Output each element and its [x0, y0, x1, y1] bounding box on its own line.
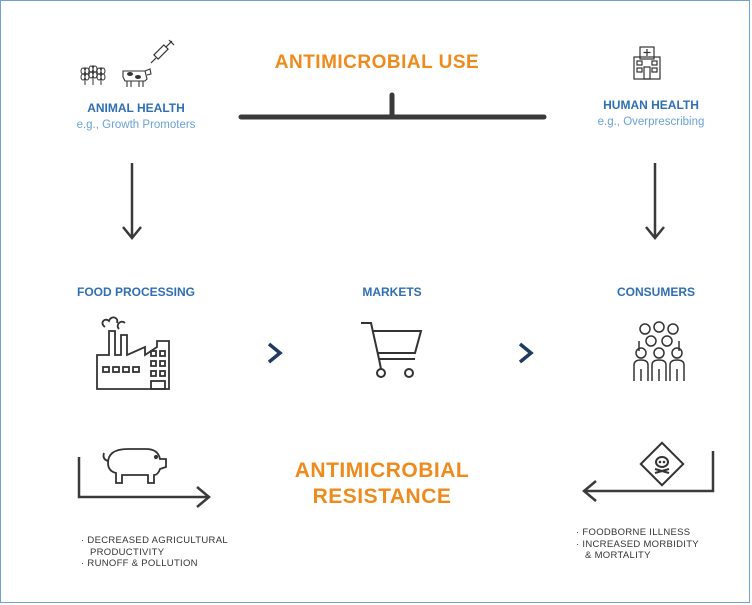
syringe-icon: [150, 39, 175, 64]
pig-icon: [102, 448, 167, 484]
antimicrobial-use-title: ANTIMICROBIAL USE: [274, 52, 480, 73]
animal-health-title: ANIMAL HEALTH: [87, 101, 185, 115]
hazard-skull-icon: [639, 441, 685, 487]
down-arrow-left: [122, 163, 142, 240]
chevron-right-icon: [518, 342, 534, 364]
list-item: & MORTALITY: [585, 550, 651, 561]
wheat-icon: [80, 65, 106, 85]
antimicrobial-resistance-title-line2: RESISTANCE: [312, 485, 452, 508]
human-health-title: HUMAN HEALTH: [603, 98, 699, 112]
people-group-icon: [633, 321, 685, 381]
down-arrow-right: [645, 163, 665, 240]
list-item: · INCREASED MORBIDITY: [576, 538, 699, 550]
shopping-cart-icon: [361, 322, 423, 378]
factory-icon: [96, 316, 170, 390]
chevron-right-icon: [267, 342, 283, 364]
left-impact-list: · DECREASED AGRICULTURAL PRODUCTIVITY · …: [81, 535, 281, 570]
cow-icon: [122, 68, 152, 87]
human-health-subtitle: e.g., Overprescribing: [597, 116, 705, 128]
resistance-arrow-left: [77, 457, 211, 508]
hospital-icon: [633, 46, 661, 80]
resistance-arrow-right: [582, 451, 715, 502]
animal-health-subtitle: e.g., Growth Promoters: [76, 119, 196, 131]
list-item: · FOODBORNE ILLNESS: [576, 527, 691, 538]
list-item: PRODUCTIVITY: [90, 546, 165, 558]
consumers-label: CONSUMERS: [616, 285, 695, 299]
list-item: · RUNOFF & POLLUTION: [81, 558, 198, 569]
markets-label: MARKETS: [362, 285, 422, 299]
list-item: · DECREASED AGRICULTURAL: [81, 535, 228, 546]
right-impact-list: · FOODBORNE ILLNESS · INCREASED MORBIDIT…: [576, 527, 746, 562]
food-processing-label: FOOD PROCESSING: [76, 285, 195, 299]
antimicrobial-resistance-title-line1: ANTIMICROBIAL: [294, 459, 470, 482]
